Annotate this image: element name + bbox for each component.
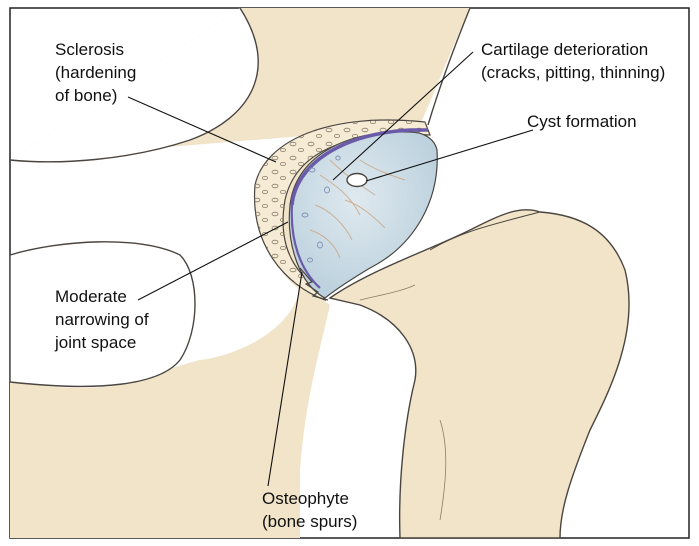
label-cartilage-line-2: (cracks, pitting, thinning): [481, 63, 666, 82]
label-osteophyte-line-2: (bone spurs): [262, 512, 358, 531]
label-cartilage-line-1: Cartilage deterioration: [481, 40, 649, 59]
label-sclerosis-line-2: (hardening: [55, 63, 137, 82]
femoral-head: [288, 131, 438, 299]
label-cyst-line-1: Cyst formation: [527, 112, 637, 131]
leader-line-sclerosis: [127, 96, 277, 163]
osteophyte-spurs: [299, 267, 329, 301]
obturator-opening: [9, 241, 196, 388]
label-osteophyte-line-1: Osteophyte: [262, 489, 349, 508]
cartilage-line: [290, 128, 428, 206]
cyst: [346, 172, 368, 188]
label-narrowing-line-2: narrowing of: [55, 310, 149, 329]
leader-line-narrowing: [137, 221, 289, 301]
pelvis-upper-edge: [9, 7, 259, 163]
label-narrowing-line-3: joint space: [55, 333, 137, 352]
label-osteophyte: Osteophyte (bone spurs): [262, 487, 357, 533]
label-sclerosis: Sclerosis (hardening of bone): [55, 38, 136, 107]
label-sclerosis-line-1: Sclerosis: [55, 40, 124, 59]
label-cartilage: Cartilage deterioration (cracks, pitting…: [481, 38, 665, 84]
label-cyst: Cyst formation: [527, 110, 637, 133]
leader-line-cartilage: [332, 51, 474, 181]
femur-bone: [328, 209, 630, 539]
label-narrowing: Moderate narrowing of joint space: [55, 285, 149, 354]
leader-line-cyst: [365, 129, 534, 182]
leader-line-osteophyte: [267, 271, 303, 487]
label-sclerosis-line-3: of bone): [55, 86, 118, 105]
label-narrowing-line-1: Moderate: [55, 287, 127, 306]
